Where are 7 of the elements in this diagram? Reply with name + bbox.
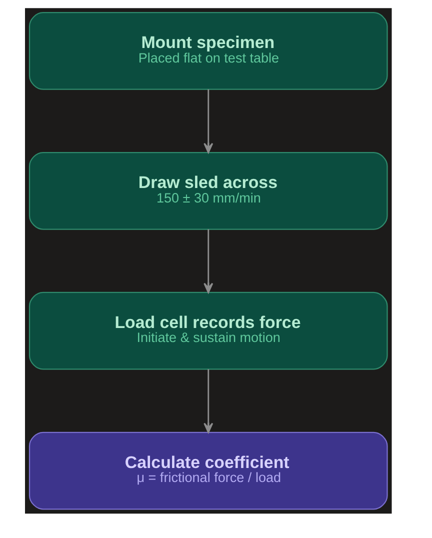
- arrow: [203, 229, 213, 294]
- arrow: [203, 369, 213, 434]
- node-box: Load cell records force Initiate & sustain motion: [28, 292, 388, 370]
- node-box: Draw sled across 150 ± 30 mm/min: [28, 152, 388, 230]
- node-box: Calculate coefficient μ = frictional force / load: [28, 432, 388, 510]
- node-box: Mount specimen Placed flat on test table: [28, 12, 388, 90]
- arrow: [203, 89, 213, 154]
